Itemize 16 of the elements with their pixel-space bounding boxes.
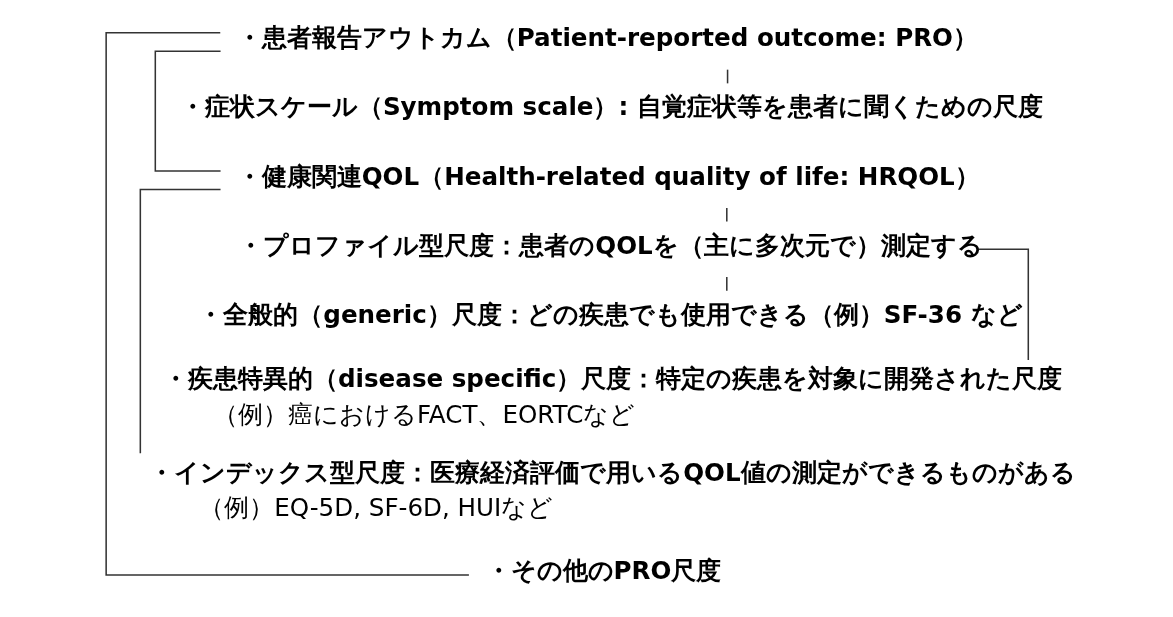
connector: [104, 31, 470, 576]
connector: [725, 207, 728, 223]
node-label: （例）癌におけるFACT、EORTCなど: [212, 399, 635, 429]
node-text: ・全般的（generic）尺度：どの疾患でも使用できる（例）SF-36 など: [197, 299, 1023, 329]
node-text: ・患者報告アウトカム（Patient-reported outcome: PRO）: [236, 23, 978, 53]
node-text: ・健康関連QOL（Health-related quality of life: HRQOL）: [236, 161, 980, 191]
node-text: ・疾患特異的（disease specific）尺度：特定の疾患を対象に開発された尺度: [162, 364, 1062, 394]
node-text: ・プロファイル型尺度：患者のQOLを（主に多次元で）測定する: [237, 230, 983, 260]
node-text: ・その他のPRO尺度: [485, 556, 721, 586]
connector: [977, 248, 1029, 361]
node-text: ・インデックス型尺度：医療経済評価で用いるQOL値の測定ができるものがある: [148, 458, 1076, 488]
connector: [139, 188, 221, 454]
connector: [725, 276, 728, 292]
node-label: （例）EQ-5D, SF-6D, HUIなど: [198, 493, 553, 523]
node-text: ・症状スケール（Symptom scale）: 自覚症状等を患者に聞くための尺度: [179, 92, 1043, 122]
connector: [154, 50, 221, 172]
